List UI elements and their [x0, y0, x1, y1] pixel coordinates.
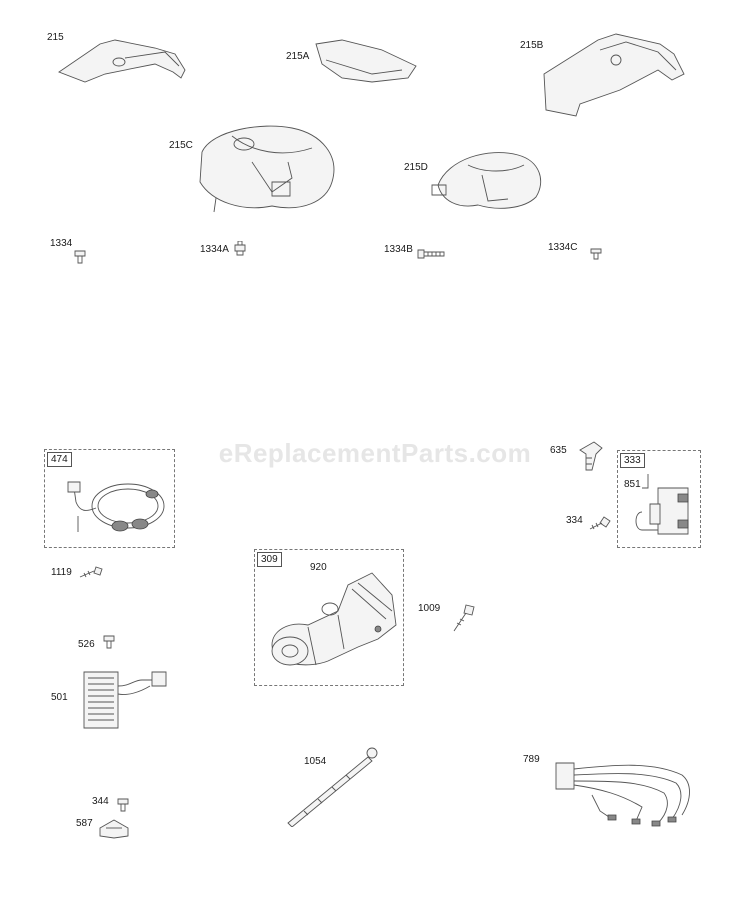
part-215-drawing: [55, 38, 190, 86]
part-309-frame: 309: [254, 549, 404, 686]
part-215a-label[interactable]: 215A: [286, 51, 310, 62]
part-474-frame: 474: [44, 449, 175, 548]
part-215a-drawing: [312, 36, 422, 88]
part-474-drawing: [56, 472, 168, 542]
part-215b-drawing: [540, 30, 690, 118]
part-1334a-drawing: [233, 241, 247, 257]
part-1334c-label[interactable]: 1334C: [548, 242, 578, 253]
part-920-label[interactable]: 920: [310, 562, 327, 573]
part-920-drawing: [268, 565, 402, 680]
part-1334-label[interactable]: 1334: [50, 238, 73, 249]
part-635-label[interactable]: 635: [550, 445, 567, 456]
part-501-drawing: [80, 662, 172, 732]
part-1054-label[interactable]: 1054: [304, 756, 327, 767]
part-526-drawing: [102, 634, 118, 650]
part-1009-label[interactable]: 1009: [418, 603, 441, 614]
part-215b-label[interactable]: 215B: [520, 40, 544, 51]
part-1334a-label[interactable]: 1334A: [200, 244, 229, 255]
part-635-drawing: [576, 440, 606, 474]
part-215c-label[interactable]: 215C: [169, 140, 193, 151]
part-215d-drawing: [428, 145, 548, 215]
part-474-label[interactable]: 474: [47, 452, 72, 467]
part-789-label[interactable]: 789: [523, 754, 540, 765]
part-1334-drawing: [73, 249, 87, 265]
part-587-drawing: [98, 818, 130, 840]
part-1119-label[interactable]: 1119: [51, 567, 72, 578]
part-1334c-drawing: [590, 247, 602, 261]
part-215-label[interactable]: 215: [47, 32, 64, 43]
part-309-label[interactable]: 309: [257, 552, 282, 567]
part-587-label[interactable]: 587: [76, 818, 93, 829]
part-1334b-label[interactable]: 1334B: [384, 244, 413, 255]
watermark: eReplacementParts.com: [218, 438, 532, 468]
part-501-label[interactable]: 501: [51, 692, 68, 703]
part-344-drawing: [116, 797, 130, 813]
part-334-drawing: [588, 515, 612, 531]
part-1009-drawing: [448, 603, 476, 633]
part-851-label[interactable]: 851: [624, 479, 641, 490]
part-333-frame: 333: [617, 450, 701, 548]
part-1119-drawing: [78, 565, 104, 579]
part-789-drawing: [552, 755, 702, 833]
part-1334b-drawing: [416, 248, 446, 260]
part-215d-label[interactable]: 215D: [404, 162, 428, 173]
part-215c-drawing: [192, 122, 342, 218]
part-333-drawing: [630, 468, 700, 542]
part-333-label[interactable]: 333: [620, 453, 645, 468]
part-334-label[interactable]: 334: [566, 515, 583, 526]
part-1054-drawing: [284, 745, 384, 827]
part-344-label[interactable]: 344: [92, 796, 109, 807]
part-526-label[interactable]: 526: [78, 639, 95, 650]
